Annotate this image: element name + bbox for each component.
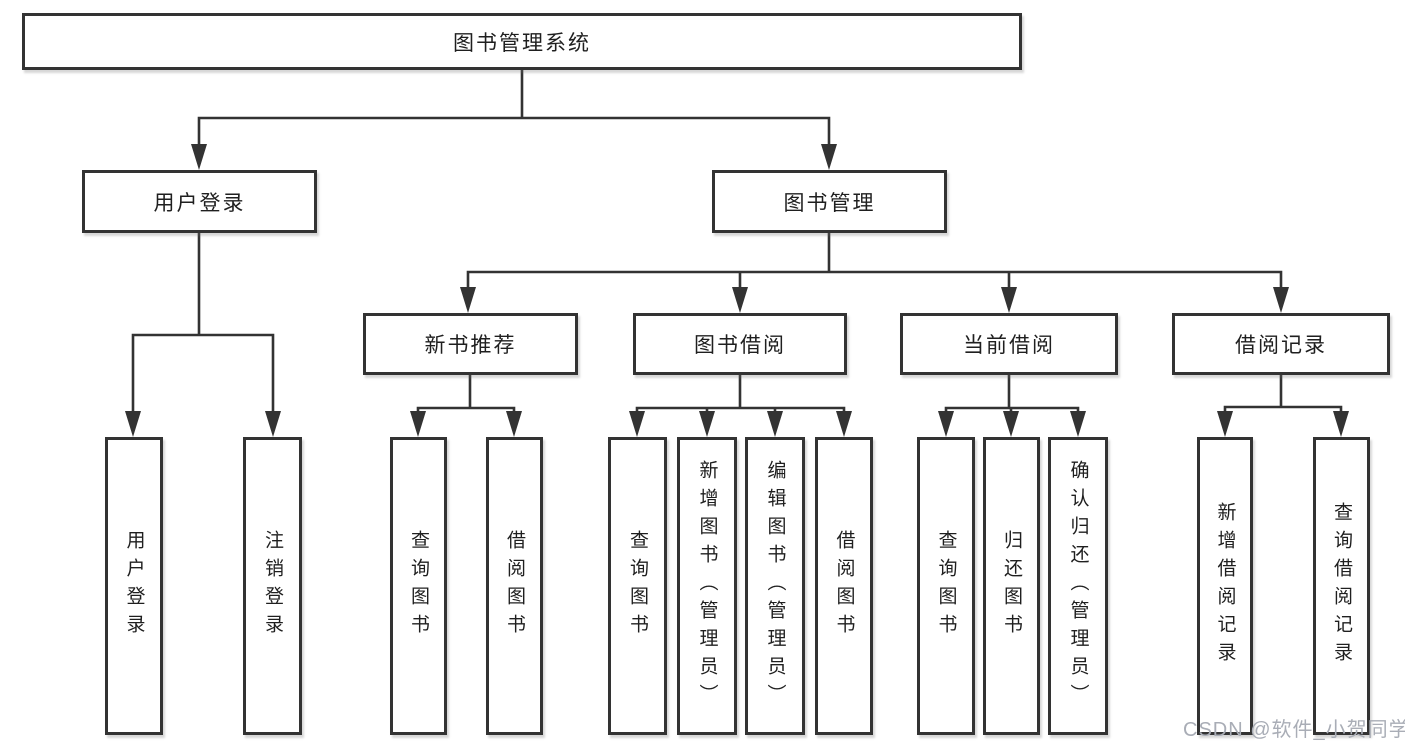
leaf-query-books-recommend: 查询图书 [390, 437, 447, 735]
node-root-label: 图书管理系统 [453, 31, 591, 55]
csdn-watermark: CSDN @软件_小贺同学 [1183, 719, 1405, 741]
leaf-user-login: 用户登录 [105, 437, 163, 735]
leaf-return-books: 归还图书 [983, 437, 1040, 735]
leaf-label: 新增图书（管理员） [696, 460, 718, 712]
leaf-logout: 注销登录 [243, 437, 302, 735]
node-book-management-module: 图书管理 [712, 170, 947, 233]
node-label: 图书借阅 [694, 334, 786, 357]
leaf-label: 借阅图书 [833, 530, 855, 642]
leaf-label: 用户登录 [123, 530, 145, 642]
node-user-login-module: 用户登录 [82, 170, 317, 233]
leaf-label: 确认归还（管理员） [1067, 460, 1089, 712]
leaf-label: 查询借阅记录 [1331, 502, 1352, 670]
node-book-borrow: 图书借阅 [633, 313, 847, 375]
leaf-label: 查询图书 [935, 530, 957, 642]
node-new-book-recommend: 新书推荐 [363, 313, 578, 375]
node-current-borrow: 当前借阅 [900, 313, 1118, 375]
leaf-label: 查询图书 [627, 530, 648, 642]
node-label: 借阅记录 [1235, 334, 1327, 357]
leaf-label: 编辑图书（管理员） [764, 460, 786, 712]
leaf-label: 借阅图书 [504, 530, 525, 642]
leaf-edit-books-admin: 编辑图书（管理员） [745, 437, 805, 735]
node-label: 当前借阅 [963, 334, 1055, 357]
node-label: 图书管理 [783, 191, 876, 215]
leaf-borrow-books-recommend: 借阅图书 [486, 437, 543, 735]
leaf-add-books-admin: 新增图书（管理员） [677, 437, 737, 735]
leaf-add-borrow-record: 新增借阅记录 [1197, 437, 1253, 735]
leaf-confirm-return-admin: 确认归还（管理员） [1048, 437, 1108, 735]
node-label: 新书推荐 [424, 334, 517, 357]
node-root-system: 图书管理系统 [22, 13, 1022, 70]
leaf-query-books-current: 查询图书 [917, 437, 975, 735]
node-label: 用户登录 [153, 191, 246, 215]
leaf-label: 归还图书 [1001, 530, 1022, 642]
leaf-borrow-books: 借阅图书 [815, 437, 873, 735]
leaf-label: 注销登录 [262, 530, 283, 642]
leaf-query-borrow-record: 查询借阅记录 [1313, 437, 1370, 735]
node-borrow-records: 借阅记录 [1172, 313, 1390, 375]
leaf-query-books-borrow: 查询图书 [608, 437, 667, 735]
leaf-label: 查询图书 [408, 530, 429, 642]
leaf-label: 新增借阅记录 [1214, 502, 1236, 670]
